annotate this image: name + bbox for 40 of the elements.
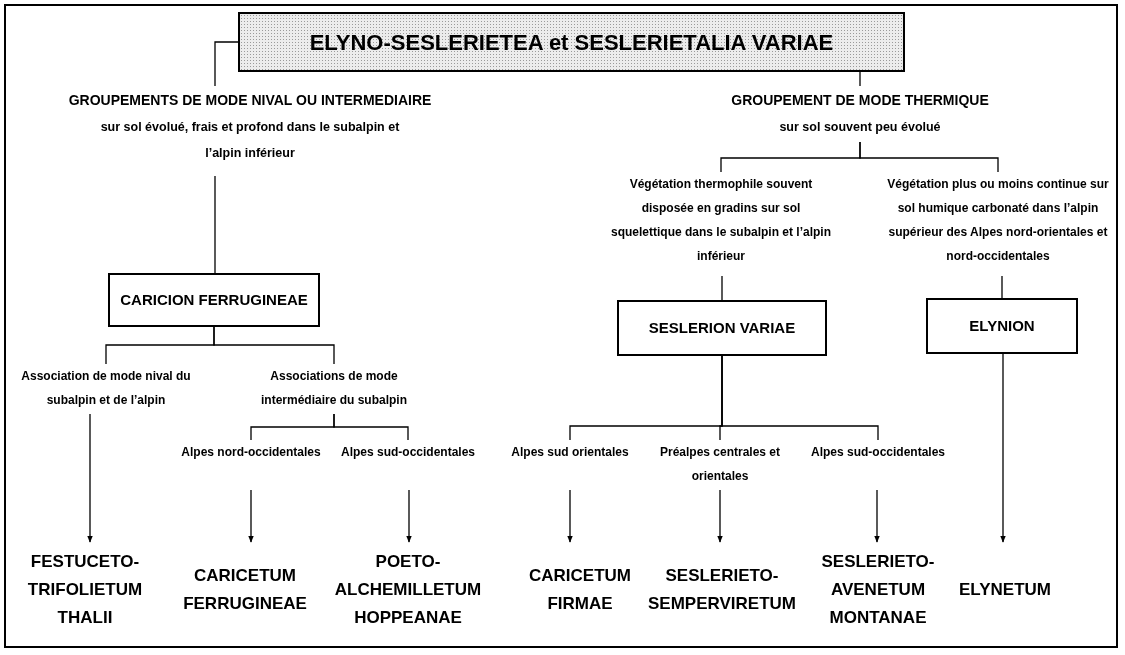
connector-line <box>333 413 409 441</box>
association-name: CARICETUM FERRUGINEAE <box>182 565 308 615</box>
group-description: sur sol souvent peu évolué <box>778 119 942 136</box>
arrow <box>567 489 573 543</box>
association-name: SESLERIETO- AVENETUM MONTANAE <box>820 551 936 629</box>
connector-line <box>214 41 239 87</box>
alliance-box: SESLERION VARIAE <box>617 300 827 356</box>
description-text: Association de mode nival du subalpin et de l’alpin <box>20 368 192 409</box>
group-heading: GROUPEMENT DE MODE THERMIQUE <box>731 91 989 110</box>
arrow <box>1000 353 1006 543</box>
association-name: ELYNETUM <box>959 579 1051 601</box>
description-text: Alpes sud orientales <box>511 444 629 461</box>
title-box: ELYNO-SESLERIETEA et SESLERIETALIA VARIAE <box>238 12 905 72</box>
connector-line <box>213 326 335 365</box>
connector-line <box>859 71 861 87</box>
description-text: Végétation thermophile souvent disposée en gradins sur sol squelettique dans le subalpin et l’alpin inférieur <box>609 176 832 265</box>
connector-line <box>1001 275 1003 299</box>
alliance-box: CARICION FERRUGINEAE <box>108 273 320 327</box>
description-text: Végétation plus ou moins continue sur sol humique carbonaté dans l’alpin supérieur des Alpes nord-orientales et nord-occidentales <box>886 176 1110 265</box>
arrow <box>248 489 254 543</box>
connector-line <box>214 175 216 274</box>
description-text: Alpes sud-occidentales <box>340 444 475 461</box>
arrow <box>406 489 412 543</box>
association-name: SESLERIETO- SEMPERVIRETUM <box>647 565 797 615</box>
association-name: FESTUCETO- TRIFOLIETUM THALII <box>26 551 144 629</box>
connector-line <box>859 141 999 173</box>
connector-line <box>721 355 879 441</box>
connector-line <box>721 275 723 301</box>
arrow <box>87 413 93 543</box>
description-text: Alpes nord-occidentales <box>181 444 321 461</box>
alliance-box: ELYNION <box>926 298 1078 354</box>
group-description: sur sol évolué, frais et profond dans le subalpin et l’alpin inférieur <box>99 119 401 162</box>
group-heading: GROUPEMENTS DE MODE NIVAL OU INTERMEDIAIRE <box>68 91 432 110</box>
arrow <box>874 489 880 543</box>
description-text: Alpes sud-occidentales <box>810 444 945 461</box>
association-name: CARICETUM FIRMAE <box>528 565 632 615</box>
arrow <box>717 489 723 543</box>
description-text: Associations de mode intermédiaire du subalpin <box>260 368 408 409</box>
description-text: Préalpes centrales et orientales <box>658 444 782 485</box>
association-name: POETO- ALCHEMILLETUM HOPPEANAE <box>333 551 483 629</box>
